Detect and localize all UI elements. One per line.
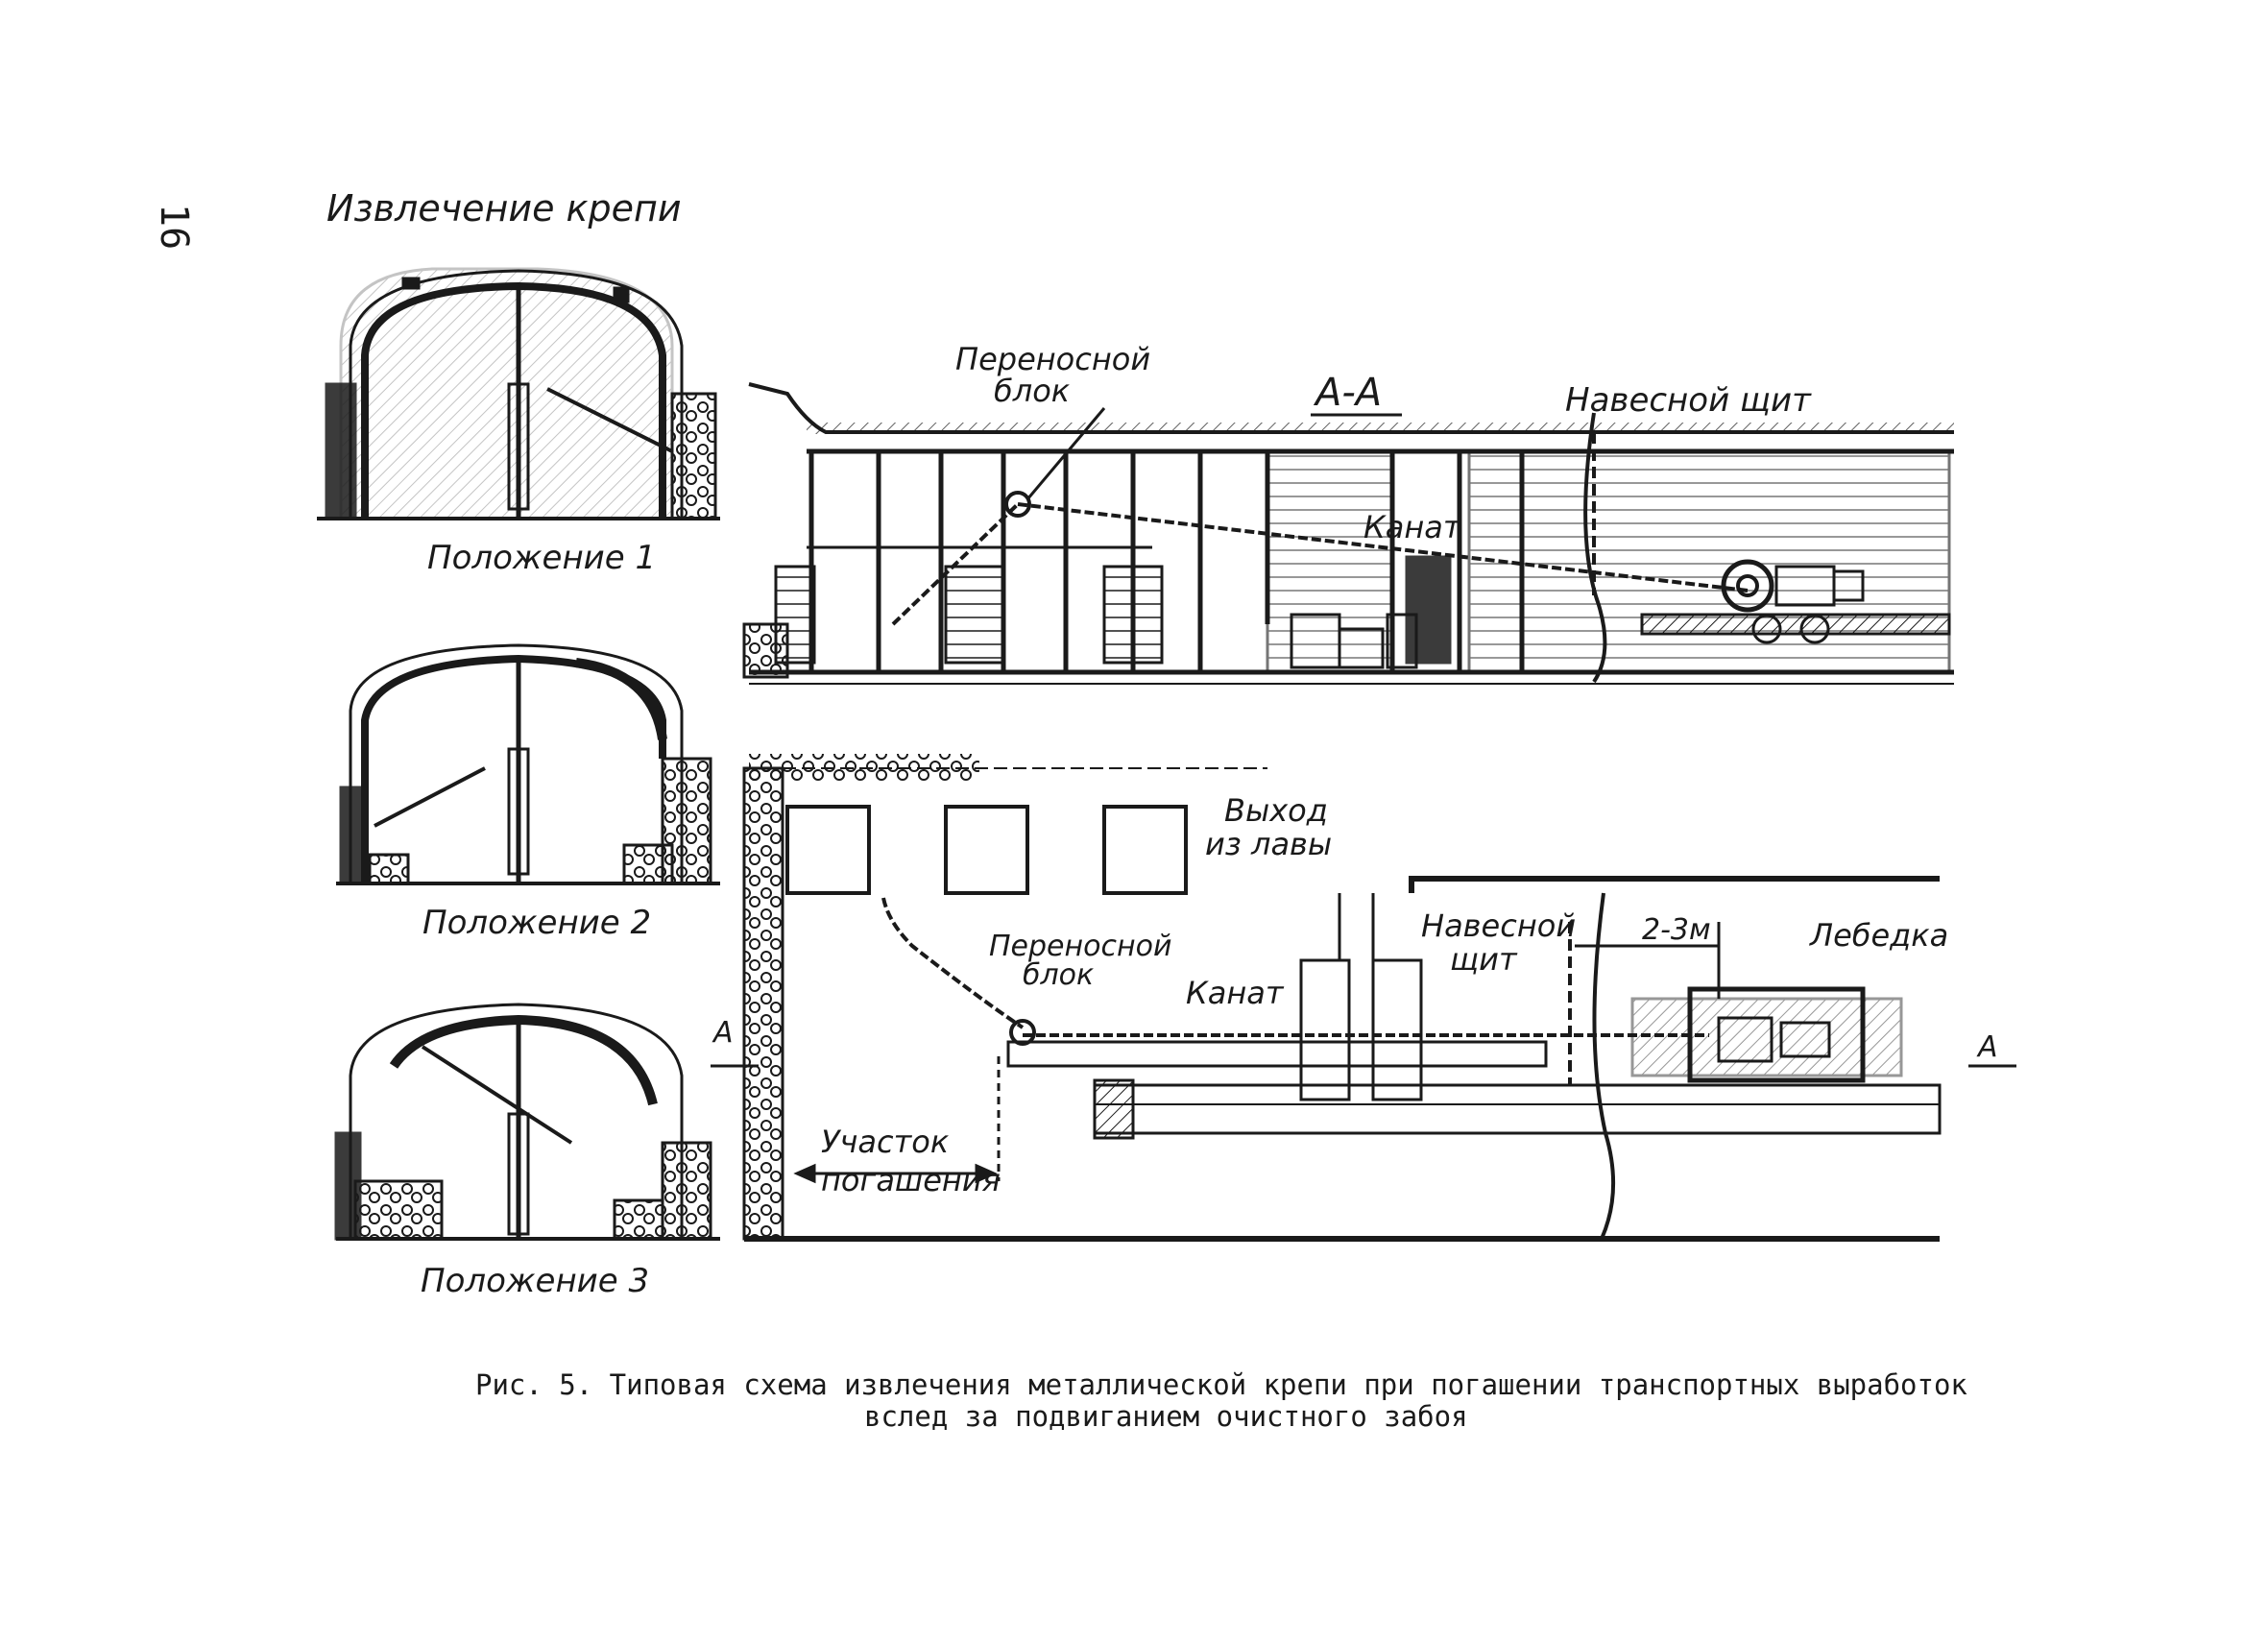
label-rope-top: Канат [1363, 509, 1462, 545]
arch-position-1 [317, 267, 720, 520]
position-1-label: Положение 1 [427, 539, 656, 577]
label-shield-top: Навесной щит [1565, 381, 1812, 420]
plan-view-drawing [742, 754, 1942, 1242]
label-shield-plan-1: Навесной [1421, 907, 1576, 944]
arch-position-3 [334, 1003, 720, 1241]
section-a-a-drawing [742, 382, 1954, 685]
leader-portable-block-top [1025, 407, 1106, 500]
arch-position-2 [336, 643, 720, 885]
label-portable-block-top-1: Переносной [955, 341, 1150, 377]
label-distance: 2-3м [1642, 913, 1711, 947]
label-zone-1: Участок [821, 1124, 950, 1160]
section-a-a-title: А-А [1313, 371, 1382, 415]
position-2-label: Положение 2 [422, 904, 651, 942]
label-exit-1: Выход [1224, 792, 1328, 829]
page-title: Извлечение крепи [326, 187, 682, 230]
label-shield-plan-2: щит [1450, 941, 1518, 978]
label-portable-block-top-2: блок [994, 373, 1071, 409]
label-zone-2: погашения [821, 1162, 1001, 1198]
label-portable-block-plan-1: Переносной [989, 930, 1171, 963]
label-exit-2: из лавы [1205, 826, 1332, 862]
section-mark-left: А [712, 1016, 734, 1050]
position-3-label: Положение 3 [421, 1262, 649, 1300]
figure-caption-line-2: вслед за подвиганием очистного забоя [864, 1400, 1468, 1433]
section-mark-right: А [1976, 1030, 1998, 1064]
label-winch: Лебедка [1809, 917, 1948, 954]
label-portable-block-plan-2: блок [1023, 958, 1094, 992]
label-rope-plan: Канат [1186, 975, 1285, 1011]
figure-caption-line-1: Рис. 5. Типовая схема извлечения металли… [475, 1368, 1967, 1401]
page-number: 16 [152, 204, 196, 250]
